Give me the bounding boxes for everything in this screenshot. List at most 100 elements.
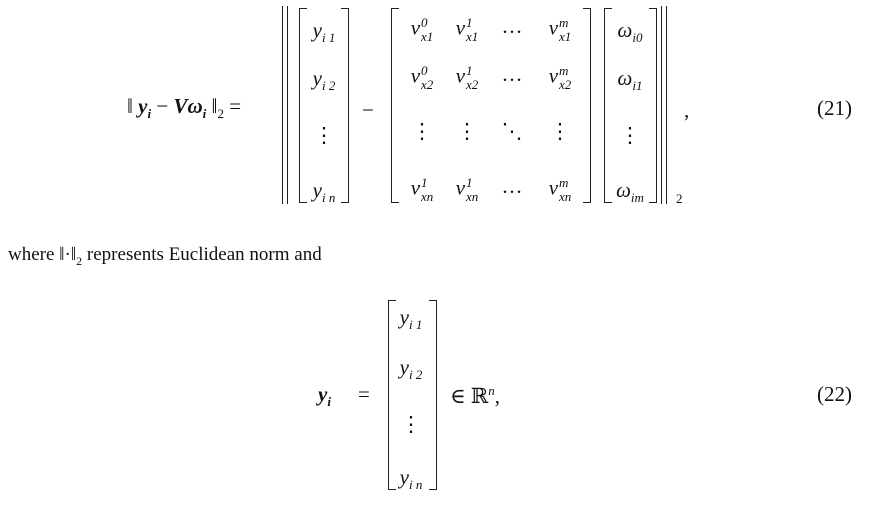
entry-sub: xn <box>421 188 434 204</box>
symbol-y: y <box>138 94 148 118</box>
norm-bars-right <box>661 6 667 204</box>
entry-base: ω <box>617 66 633 90</box>
equation-number: (22) <box>817 382 852 406</box>
matrix-entry: ⋮ <box>314 125 335 146</box>
entry-base: ⋮ <box>456 119 478 143</box>
matrix-entry: ⋮ <box>412 121 433 142</box>
entry-sub: i n <box>408 477 423 493</box>
entry-sup: 0 <box>421 63 428 78</box>
entry-sup: m <box>559 175 569 190</box>
entry-sub: xn <box>559 188 572 204</box>
sub-2: 2 <box>217 106 224 122</box>
bracket-right <box>649 8 657 203</box>
entry-base: y <box>312 18 322 42</box>
entry-base: … <box>501 14 523 38</box>
entry-base: ⋮ <box>313 123 335 147</box>
matrix-entry: … <box>502 64 523 85</box>
bracket-right <box>583 8 591 203</box>
entry-base: ⋮ <box>400 412 422 436</box>
text-before: where <box>8 244 60 265</box>
entry-sub: xn <box>466 188 479 204</box>
entry-sub: i1 <box>632 78 643 94</box>
in-reals: ∈ ℝ <box>450 384 489 408</box>
entry-sup: m <box>559 63 569 78</box>
norm-sub: 2 <box>76 253 83 268</box>
entry-sub: im <box>630 190 644 206</box>
bracket-right <box>341 8 349 203</box>
eq21-lhs: ‖ yi − Vωi ‖2 = <box>127 94 242 122</box>
matrix-entry: yi 1 <box>312 18 336 46</box>
entry-base: ⋱ <box>501 119 523 143</box>
norm-open: ‖ <box>127 94 133 118</box>
entry-base: … <box>501 62 523 86</box>
norm-symbol: ‖·‖ <box>59 244 77 265</box>
sub-i: i <box>327 394 331 410</box>
entry-base: ν <box>410 15 421 40</box>
matrix-entry: yi n <box>312 178 336 206</box>
entry-sup: 1 <box>421 175 428 190</box>
equals: = <box>229 94 242 118</box>
entry-sub: i0 <box>632 30 643 46</box>
entry-base: ω <box>616 178 631 202</box>
entry-base: y <box>399 355 409 379</box>
matrix-entry: ωi0 <box>617 18 643 46</box>
entry-sub: x2 <box>559 76 572 92</box>
entry-sub: x2 <box>466 76 479 92</box>
entry-base: ν <box>410 175 421 200</box>
entry-base: ν <box>455 15 466 40</box>
matrix-entry: ⋮ <box>457 121 478 142</box>
entry-sub: i n <box>321 190 336 206</box>
symbol-V: V <box>173 94 188 118</box>
entry-base: … <box>501 174 523 198</box>
entry-sub: x1 <box>559 28 572 44</box>
matrix-entry: ωi1 <box>617 66 643 94</box>
entry-base: ν <box>410 63 421 88</box>
minus: − <box>156 94 169 118</box>
matrix-entry: … <box>502 176 523 197</box>
minus: − <box>362 98 374 122</box>
entry-sub: i 1 <box>321 30 336 46</box>
text-after: represents Euclidean norm and <box>82 244 322 265</box>
bracket-left <box>388 300 396 490</box>
matrix-entry: yi n <box>400 467 423 493</box>
entry-sub: x1 <box>466 28 479 44</box>
entry-base: ⋮ <box>411 119 433 143</box>
entry-base: ν <box>455 63 466 88</box>
comma: , <box>494 384 500 408</box>
bracket-left <box>391 8 399 203</box>
entry-sup: 1 <box>466 15 473 30</box>
bracket-left <box>299 8 307 203</box>
entry-base: ν <box>548 15 559 40</box>
entry-base: ν <box>548 175 559 200</box>
matrix-entry: ⋮ <box>401 414 422 435</box>
sub-i: i <box>147 106 152 122</box>
set-membership: ∈ ℝn, <box>450 384 500 407</box>
entry-base: y <box>312 178 322 202</box>
comma: , <box>684 98 690 122</box>
equals: = <box>358 382 370 406</box>
matrix-entry: yi 1 <box>400 307 423 332</box>
entry-base: ⋮ <box>549 119 571 143</box>
symbol-omega: ω <box>187 94 203 118</box>
entry-sub: x1 <box>421 28 434 44</box>
matrix-entry: yi 2 <box>312 66 336 93</box>
bracket-left <box>604 8 612 203</box>
body-text: where ‖·‖2 represents Euclidean norm and <box>8 245 322 267</box>
entry-base: ω <box>617 18 633 42</box>
eq22-lhs: yi <box>318 382 331 410</box>
entry-base: y <box>312 66 322 90</box>
equation-number: (21) <box>817 96 852 120</box>
entry-sup: m <box>559 15 569 30</box>
entry-sup: 1 <box>466 175 473 190</box>
matrix-entry: ⋮ <box>620 125 641 146</box>
symbol-y: y <box>318 382 328 406</box>
